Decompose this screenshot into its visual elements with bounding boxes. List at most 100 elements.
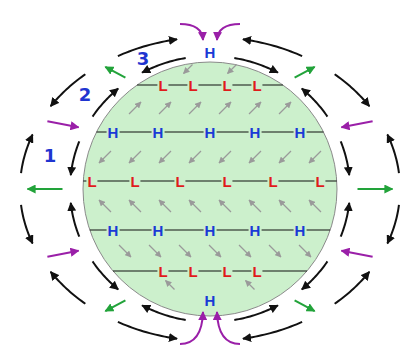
wind-arrow (99, 200, 111, 212)
wind-arrow (184, 65, 193, 74)
wind-arrow (309, 200, 321, 212)
earth-globe (83, 62, 337, 316)
cell-flow-arrow (387, 205, 399, 244)
wind-arrow (209, 245, 221, 257)
high-pressure-label: H (152, 223, 165, 238)
wind-arrow (299, 245, 311, 257)
wind-arrow (219, 151, 231, 163)
high-pressure-label: H (294, 125, 307, 140)
wind-arrow (99, 151, 111, 163)
wind-arrow (166, 281, 175, 290)
cell-flow-arrow (302, 261, 328, 289)
cell-number: 2 (78, 86, 93, 104)
wind-arrow (279, 151, 291, 163)
wind-arrow (159, 200, 171, 212)
low-pressure-label: L (86, 174, 97, 189)
sinking-air-arrow (47, 121, 78, 127)
cell-number: 1 (43, 147, 58, 165)
low-pressure-label: L (221, 78, 232, 93)
wind-arrow (149, 245, 161, 257)
wind-arrow (159, 151, 171, 163)
wind-arrow (129, 102, 141, 114)
cell-flow-arrow (335, 74, 370, 106)
low-pressure-label: L (157, 264, 168, 279)
high-pressure-label: H (204, 223, 217, 238)
high-pressure-label: H (204, 45, 217, 60)
wind-arrow (249, 151, 261, 163)
wind-arrow (249, 200, 261, 212)
wind-arrow (239, 245, 251, 257)
sinking-air-arrow (180, 312, 203, 344)
wind-arrow (246, 281, 255, 290)
wind-arrow (219, 200, 231, 212)
low-pressure-label: L (129, 174, 140, 189)
high-pressure-label: H (204, 293, 217, 308)
sinking-air-arrow (341, 121, 372, 127)
high-pressure-label: H (249, 223, 262, 238)
low-pressure-label: L (187, 264, 198, 279)
wind-arrow (159, 102, 171, 114)
cell-flow-arrow (93, 261, 119, 289)
cell-flow-arrow (93, 89, 119, 117)
cell-flow-arrow (341, 141, 350, 175)
rising-air-arrow (295, 67, 315, 78)
latitude-line (83, 181, 336, 182)
high-pressure-label: H (204, 125, 217, 140)
sinking-air-arrow (47, 251, 78, 257)
wind-arrow (189, 102, 201, 114)
low-pressure-label: L (157, 78, 168, 93)
cell-flow-arrow (302, 89, 328, 117)
cell-flow-arrow (118, 322, 177, 339)
wind-arrow (119, 245, 131, 257)
rising-air-arrow (105, 67, 125, 78)
low-pressure-label: L (314, 174, 325, 189)
cell-flow-arrow (71, 203, 80, 237)
wind-arrow (129, 151, 141, 163)
cell-flow-arrow (142, 305, 186, 320)
rising-air-arrow (358, 188, 393, 190)
sinking-air-arrow (217, 24, 240, 40)
low-pressure-label: L (187, 78, 198, 93)
low-pressure-label: L (174, 174, 185, 189)
cell-flow-arrow (335, 272, 370, 304)
low-pressure-label: L (221, 174, 232, 189)
sinking-air-arrow (180, 24, 203, 40)
cell-flow-arrow (243, 322, 302, 339)
wind-arrow (279, 200, 291, 212)
low-pressure-label: L (221, 264, 232, 279)
wind-arrow (219, 102, 231, 114)
cell-flow-arrow (21, 135, 33, 174)
cell-flow-arrow (21, 205, 33, 244)
wind-arrow (179, 245, 191, 257)
low-pressure-label: L (251, 78, 262, 93)
high-pressure-label: H (152, 125, 165, 140)
latitude-line (113, 271, 307, 272)
high-pressure-label: H (294, 223, 307, 238)
wind-arrow (279, 102, 291, 114)
cell-flow-arrow (71, 141, 80, 175)
cell-flow-arrow (243, 39, 302, 56)
rising-air-arrow (295, 300, 315, 311)
rising-air-arrow (28, 188, 63, 190)
low-pressure-label: L (251, 264, 262, 279)
cell-number: 3 (136, 50, 151, 68)
circulation-arrows (21, 24, 399, 344)
high-pressure-label: H (107, 223, 120, 238)
wind-arrow (228, 65, 237, 74)
cell-flow-arrow (387, 135, 399, 174)
low-pressure-label: L (267, 174, 278, 189)
wind-arrow (189, 151, 201, 163)
high-pressure-label: H (249, 125, 262, 140)
wind-arrow (309, 151, 321, 163)
sinking-air-arrow (217, 312, 240, 344)
cell-flow-arrow (234, 58, 278, 73)
high-pressure-label: H (107, 125, 120, 140)
wind-arrow (189, 200, 201, 212)
cell-flow-arrow (51, 272, 86, 304)
rising-air-arrow (105, 300, 125, 311)
sinking-air-arrow (341, 251, 372, 257)
wind-arrow (249, 102, 261, 114)
cell-flow-arrow (234, 305, 278, 320)
